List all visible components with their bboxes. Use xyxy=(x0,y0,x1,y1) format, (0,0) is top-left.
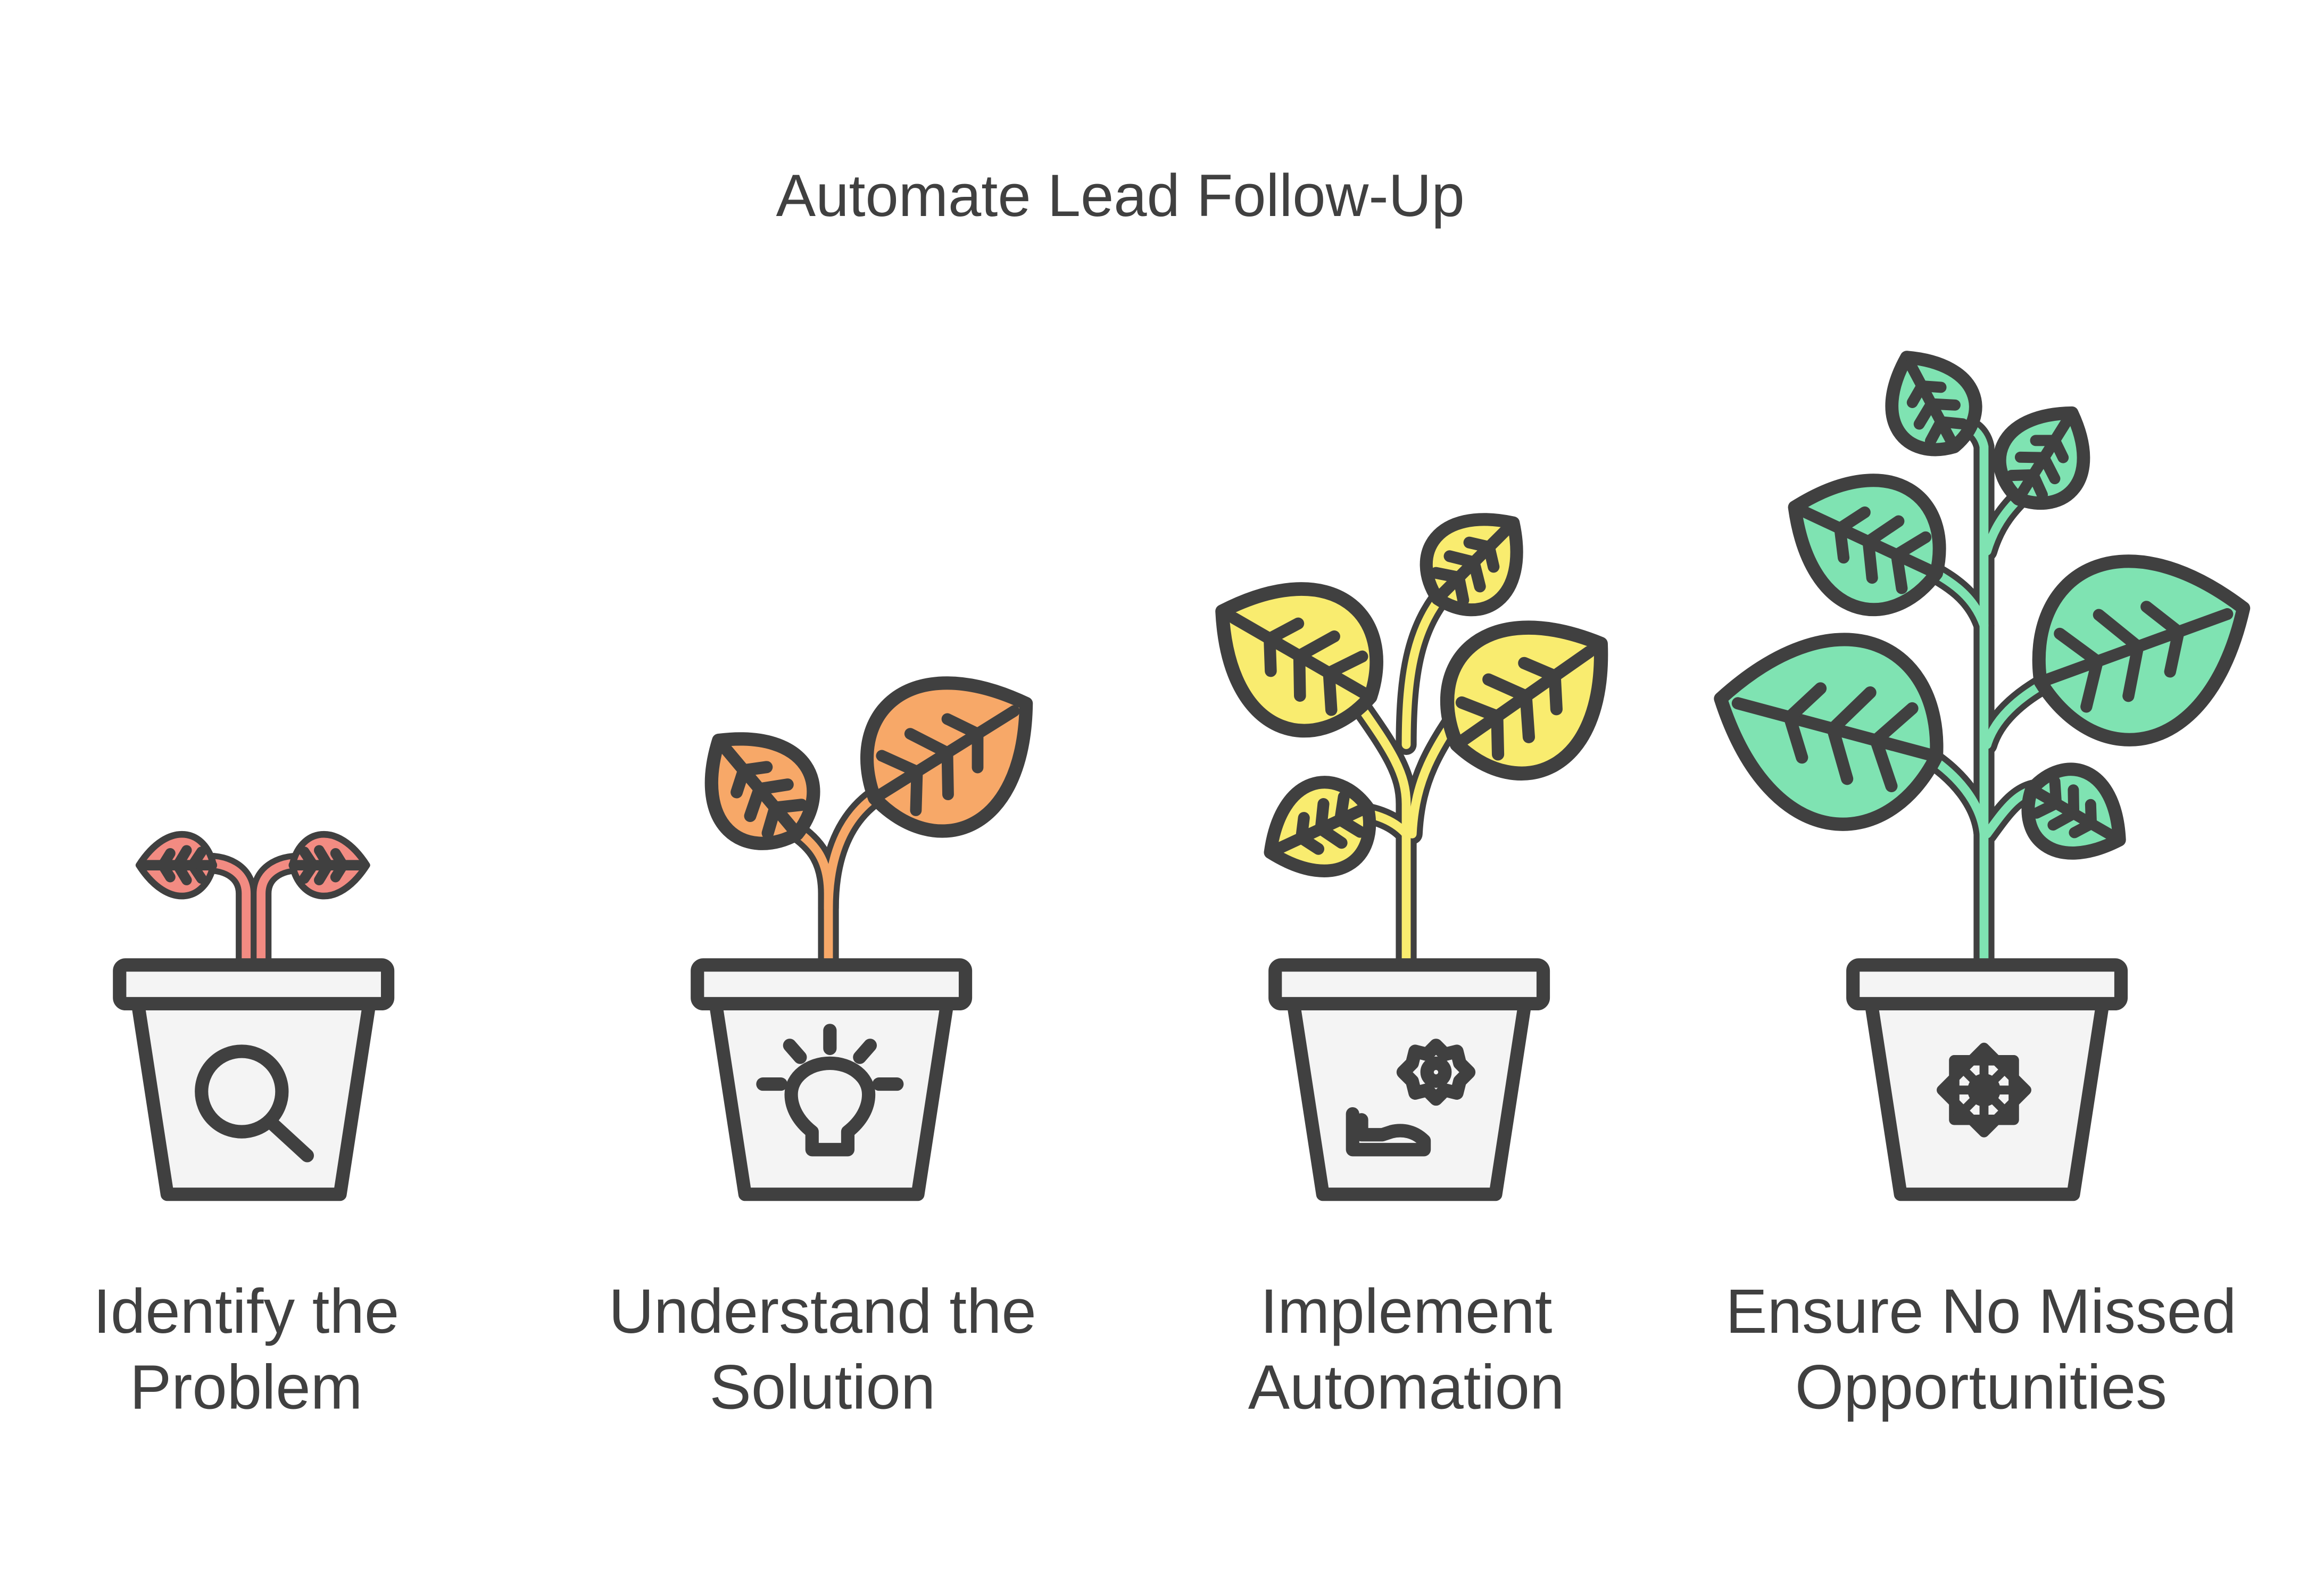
hand-icon xyxy=(1346,1107,1431,1157)
pot xyxy=(691,958,973,1201)
leaf xyxy=(1697,609,1961,846)
leaf xyxy=(2011,753,2140,876)
magnifier-icon xyxy=(195,1044,314,1163)
leaf xyxy=(1983,391,2108,521)
stage-3: Implement Automation xyxy=(1186,492,1642,1422)
leaf xyxy=(139,834,213,896)
plant-sprout xyxy=(139,834,367,976)
leaf xyxy=(1415,584,1642,804)
leaf xyxy=(2010,524,2274,766)
leaf xyxy=(835,641,1065,861)
stage-label-line1: Ensure No Missed xyxy=(1725,1276,2236,1346)
leaf xyxy=(1870,338,1991,467)
stage-label-line2: Solution xyxy=(709,1352,935,1422)
stage-label-line1: Understand the xyxy=(609,1276,1036,1346)
stage-1: Identify the Problem xyxy=(93,834,399,1422)
leaf xyxy=(1251,767,1386,892)
puzzle-star-icon xyxy=(1937,1042,2031,1138)
stage-4: Ensure No Missed Opportunities xyxy=(1697,338,2274,1422)
stage-label-line2: Opportunities xyxy=(1795,1352,2167,1422)
pot xyxy=(1268,958,1550,1201)
automation-icon xyxy=(1346,1039,1476,1157)
plant-mature xyxy=(1697,338,2274,976)
pot xyxy=(113,958,395,1201)
stage-2: Understand the Solution xyxy=(609,641,1065,1422)
diagram-title: Automate Lead Follow-Up xyxy=(776,162,1465,229)
stage-label-line1: Identify the xyxy=(93,1276,399,1346)
lightbulb-icon xyxy=(756,1024,904,1157)
leaf xyxy=(292,834,367,896)
stage-label-line2: Problem xyxy=(130,1352,363,1422)
plant-young xyxy=(1186,492,1642,976)
pot xyxy=(1846,958,2128,1201)
leaf xyxy=(1767,449,1964,632)
plant-seedling xyxy=(680,641,1065,976)
gear-icon xyxy=(1396,1039,1476,1106)
stage-label-line2: Automation xyxy=(1248,1352,1565,1422)
stage-label-line1: Implement xyxy=(1260,1276,1553,1346)
